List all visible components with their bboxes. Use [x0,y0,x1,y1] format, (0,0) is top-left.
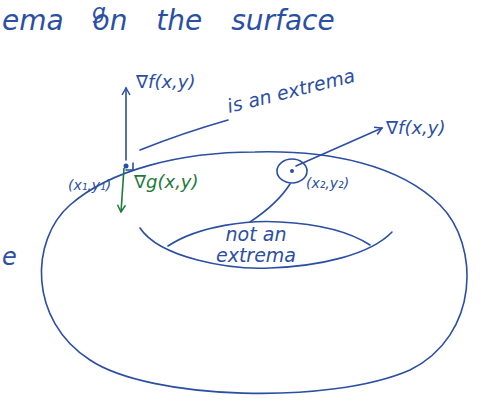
annotation: is an extrema [225,65,357,117]
vector-label: ∇g(x,y) [134,172,199,192]
vector-label: ∇f(x,y) [386,118,445,138]
point-label: (x₁,y₁) [68,178,111,193]
heading-fragment: e [2,244,17,270]
vector-label: ∇f(x,y) [136,72,195,92]
point-dot [290,169,294,173]
leader-line [250,184,290,222]
leader-line [140,120,228,150]
torus-outer [41,152,467,394]
gradient-arrow [125,88,127,160]
gradient-arrow-g [121,168,124,212]
gradient-arrow [296,128,382,166]
heading-text: ema on the surface [2,6,335,37]
point-label: (x₂,y₂) [306,176,349,191]
point-dot [124,164,129,169]
annotation: not an extrema [196,224,316,266]
